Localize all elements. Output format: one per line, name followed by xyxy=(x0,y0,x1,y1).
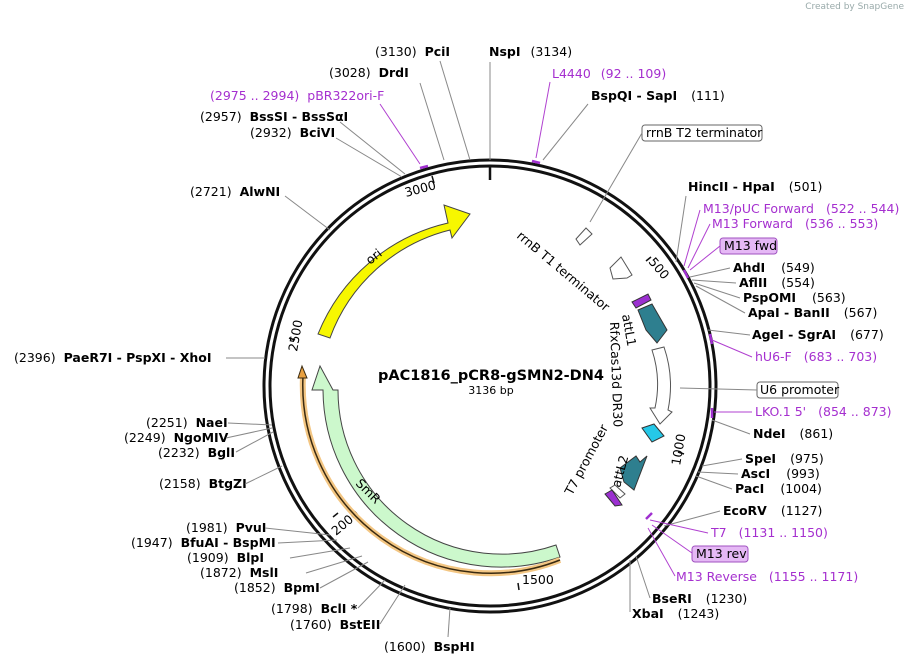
promoter-head xyxy=(297,364,308,379)
tick-marks xyxy=(288,175,685,591)
rrnb-t2-leader xyxy=(589,132,643,223)
svg-text:PacI(1004): PacI(1004) xyxy=(735,481,822,496)
svg-text:M13 Reverse(1155 .. 1171): M13 Reverse(1155 .. 1171) xyxy=(676,569,858,584)
m13fwd-box[interactable]: M13 fwd xyxy=(719,237,778,255)
smr-arrow[interactable] xyxy=(311,364,561,568)
rfx-label: RfxCas13d DR30 xyxy=(607,322,626,428)
svg-text:M13 Forward(536 .. 553): M13 Forward(536 .. 553) xyxy=(712,216,878,231)
rrnb-t2-text: rrnB T2 terminator xyxy=(646,125,763,140)
svg-text:(1600)BspHI: (1600)BspHI xyxy=(384,639,475,654)
m13rev-text: M13 rev xyxy=(696,546,747,561)
m13rev-box[interactable]: M13 rev xyxy=(691,545,749,563)
svg-text:(1872)MslI: (1872)MslI xyxy=(200,565,278,580)
svg-text:L4440(92 .. 109): L4440(92 .. 109) xyxy=(552,66,666,81)
attl1-arrow[interactable] xyxy=(637,303,668,344)
u6-leader xyxy=(679,387,758,391)
svg-text:AgeI - SgrAI(677): AgeI - SgrAI(677) xyxy=(752,327,884,342)
svg-text:(1798)BclI *: (1798)BclI * xyxy=(271,601,358,616)
promoter-line xyxy=(302,375,561,574)
cyan-arrow[interactable] xyxy=(641,423,665,443)
right-site-labels: NspI(3134) BspQI - SapI(111) HincII - Hp… xyxy=(489,44,884,621)
svg-text:(2232)BglI: (2232)BglI xyxy=(158,445,235,460)
snapgene-credit: Created by SnapGene xyxy=(805,2,904,12)
svg-text:(1909)BlpI: (1909)BlpI xyxy=(187,550,264,565)
svg-text:M13/pUC Forward(522 .. 544): M13/pUC Forward(522 .. 544) xyxy=(703,201,899,216)
u6-text: U6 promoter xyxy=(760,382,840,397)
t7-small-arrow[interactable] xyxy=(604,489,623,507)
u6-box[interactable]: U6 promoter xyxy=(756,381,840,399)
m13fwd-text: M13 fwd xyxy=(724,238,777,253)
svg-text:(1947)BfuAI - BspMI: (1947)BfuAI - BspMI xyxy=(131,535,276,550)
svg-text:(2158)BtgZI: (2158)BtgZI xyxy=(159,476,247,491)
plasmid-size: 3136 bp xyxy=(468,384,513,397)
svg-text:AflII(554): AflII(554) xyxy=(739,275,815,290)
svg-text:(3028)DrdI: (3028)DrdI xyxy=(329,65,409,80)
svg-text:(2932)BciVI: (2932)BciVI xyxy=(250,125,335,140)
rrnb-t2-box[interactable]: rrnB T2 terminator xyxy=(641,124,763,142)
svg-text:T7(1131 .. 1150): T7(1131 .. 1150) xyxy=(710,525,828,540)
primer-markers xyxy=(419,159,714,520)
svg-text:AhdI(549): AhdI(549) xyxy=(733,260,815,275)
svg-text:(2396)PaeR7I - PspXI - Xho: (2396)PaeR7I - PspXI - XhoI xyxy=(14,350,211,365)
attl1-small-arrow[interactable] xyxy=(631,293,652,309)
svg-text:(1852)BpmI: (1852)BpmI xyxy=(234,580,320,595)
tick-1500: 1500 xyxy=(522,572,554,587)
rrnb-t2-arrow[interactable] xyxy=(575,227,593,246)
svg-text:AscI(993): AscI(993) xyxy=(741,466,820,481)
svg-text:(2975 .. 2994)pBR322ori-F: (2975 .. 2994)pBR322ori-F xyxy=(210,88,384,103)
svg-text:(2249)NgoMIV: (2249)NgoMIV xyxy=(124,430,229,445)
svg-text:(1981)PvuI: (1981)PvuI xyxy=(186,520,266,535)
svg-text:ApaI - BanII(567): ApaI - BanII(567) xyxy=(748,305,877,320)
t7-promoter-label: T7 promoter xyxy=(561,421,612,498)
plasmid-name: pAC1816_pCR8-gSMN2-DN4 xyxy=(378,368,604,384)
attl2-arrow[interactable] xyxy=(619,455,648,491)
svg-text:hU6-F(683 .. 703): hU6-F(683 .. 703) xyxy=(755,349,877,364)
t7-promoter-arrow[interactable] xyxy=(609,484,626,499)
svg-text:EcoRV(1127): EcoRV(1127) xyxy=(723,503,822,518)
rfx-arrow[interactable] xyxy=(649,346,673,425)
tick-1000: 1000 xyxy=(668,433,688,467)
ori-arrow[interactable] xyxy=(317,204,471,339)
svg-text:(2251)NaeI: (2251)NaeI xyxy=(146,415,228,430)
svg-text:(2957)BssSI - BssSαI: (2957)BssSI - BssSαI xyxy=(200,109,348,124)
svg-text:(3130)PciI: (3130)PciI xyxy=(375,44,450,59)
svg-text:(1760)BstEII: (1760)BstEII xyxy=(290,617,380,632)
tick-2000: 2000 xyxy=(328,506,362,538)
svg-text:NspI(3134): NspI(3134) xyxy=(489,44,572,59)
svg-text:HincII - HpaI(501): HincII - HpaI(501) xyxy=(688,179,822,194)
svg-text:SpeI(975): SpeI(975) xyxy=(745,451,824,466)
svg-text:(2721)AlwNI: (2721)AlwNI xyxy=(190,184,280,199)
tick-2500: 2500 xyxy=(285,319,305,353)
left-site-labels: (3130)PciI (3028)DrdI (2957)BssSI - BssS… xyxy=(14,44,475,654)
attl1-label: attL1 xyxy=(619,313,639,348)
rrnb-t1-label: rrnB T1 terminator xyxy=(514,228,613,315)
svg-text:BspQI - SapI(111): BspQI - SapI(111) xyxy=(591,88,725,103)
primer-labels: (2975 .. 2994)pBR322ori-F L4440(92 .. 10… xyxy=(210,66,899,584)
rrnb-t1-arrow[interactable] xyxy=(609,256,633,280)
svg-text:LKO.1 5'(854 .. 873): LKO.1 5'(854 .. 873) xyxy=(755,404,891,419)
svg-text:NdeI(861): NdeI(861) xyxy=(753,426,833,441)
svg-text:PspOMI(563): PspOMI(563) xyxy=(743,290,846,305)
svg-text:XbaI(1243): XbaI(1243) xyxy=(632,606,719,621)
svg-text:BseRI(1230): BseRI(1230) xyxy=(652,591,747,606)
